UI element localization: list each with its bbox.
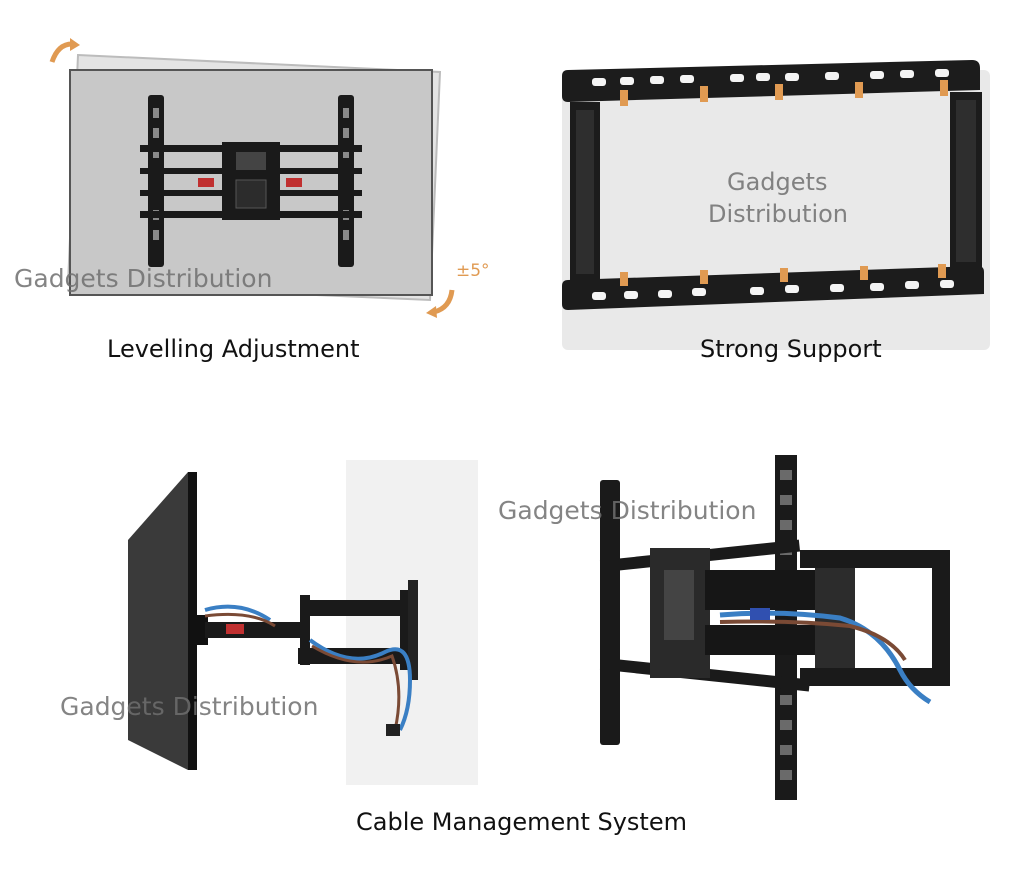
watermark-text-line1: Gadgets	[727, 168, 828, 196]
watermark-text-left: Gadgets Distribution	[60, 692, 319, 721]
watermark-text-line2: Distribution	[708, 200, 849, 228]
watermark-text-right: Gadgets Distribution	[498, 496, 757, 525]
levelling-mount-illustration	[49, 38, 455, 318]
watermark-text: Gadgets Distribution	[14, 264, 273, 293]
support-caption: Strong Support	[700, 335, 882, 363]
cable-management-illustration	[128, 455, 950, 800]
cable-caption: Cable Management System	[356, 808, 687, 836]
levelling-panel: Gadgets Distribution ±5° Levelling Adjus…	[0, 0, 500, 380]
rotate-arrow-icon	[49, 41, 73, 63]
levelling-caption: Levelling Adjustment	[107, 335, 360, 363]
tilt-angle-label: ±5°	[456, 261, 490, 281]
cable-panel: Gadgets Distribution Gadgets Distributio…	[0, 440, 1024, 881]
support-frame-illustration	[562, 60, 990, 350]
support-panel: Gadgets Distribution Strong Support	[540, 40, 1010, 380]
rotate-arrow-icon-2	[433, 289, 455, 315]
